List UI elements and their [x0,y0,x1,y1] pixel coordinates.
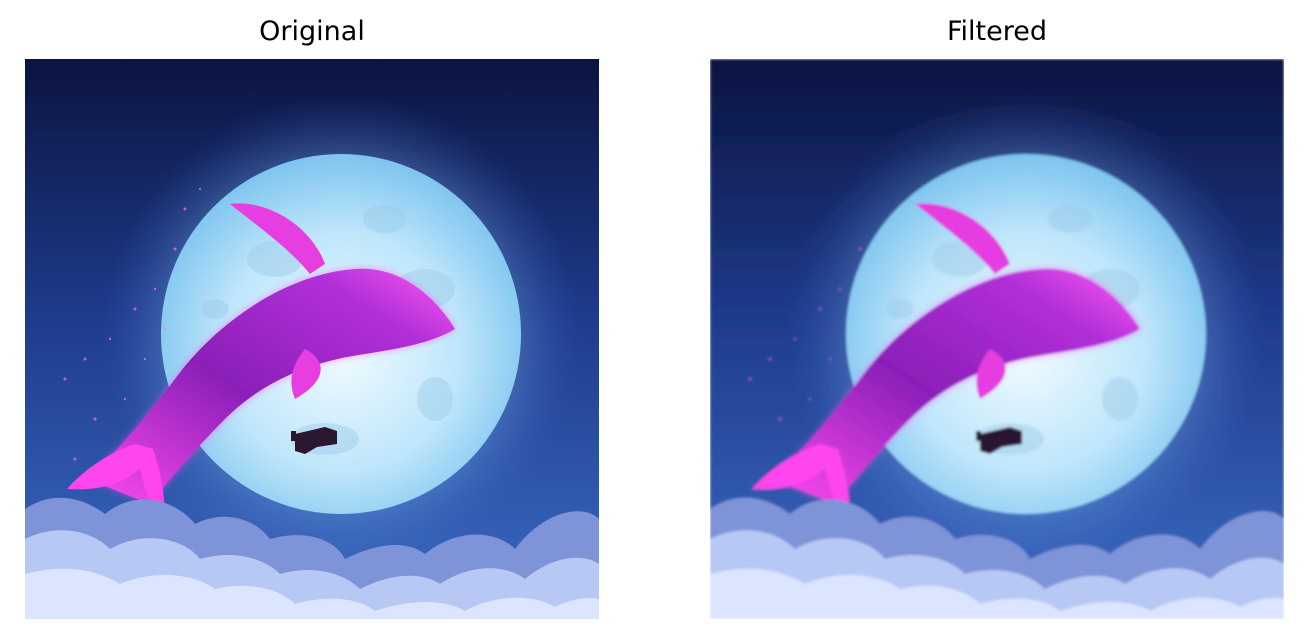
original-image [25,59,599,619]
filtered-image-panel [710,59,1284,619]
sparkle-particles [748,247,862,421]
filtered-image [710,59,1284,619]
whale-pectoral-fin-top [915,203,1010,274]
whale [752,203,1140,521]
clouds [25,497,599,619]
piano-silhouette [291,427,337,454]
clouds [710,497,1284,619]
whale-pectoral-fin-bottom [976,349,1006,399]
whale-tail [67,444,165,521]
whale-pectoral-fin-top [230,203,325,274]
whale-tail [752,444,850,521]
panel-title-filtered: Filtered [946,16,1048,47]
whale-pectoral-fin-bottom [291,349,321,399]
original-image-panel [25,59,599,619]
piano-silhouette [976,427,1022,454]
whale-body [87,268,455,504]
panel-title-original: Original [259,16,365,47]
whale [67,203,455,521]
whale-body [772,268,1140,504]
